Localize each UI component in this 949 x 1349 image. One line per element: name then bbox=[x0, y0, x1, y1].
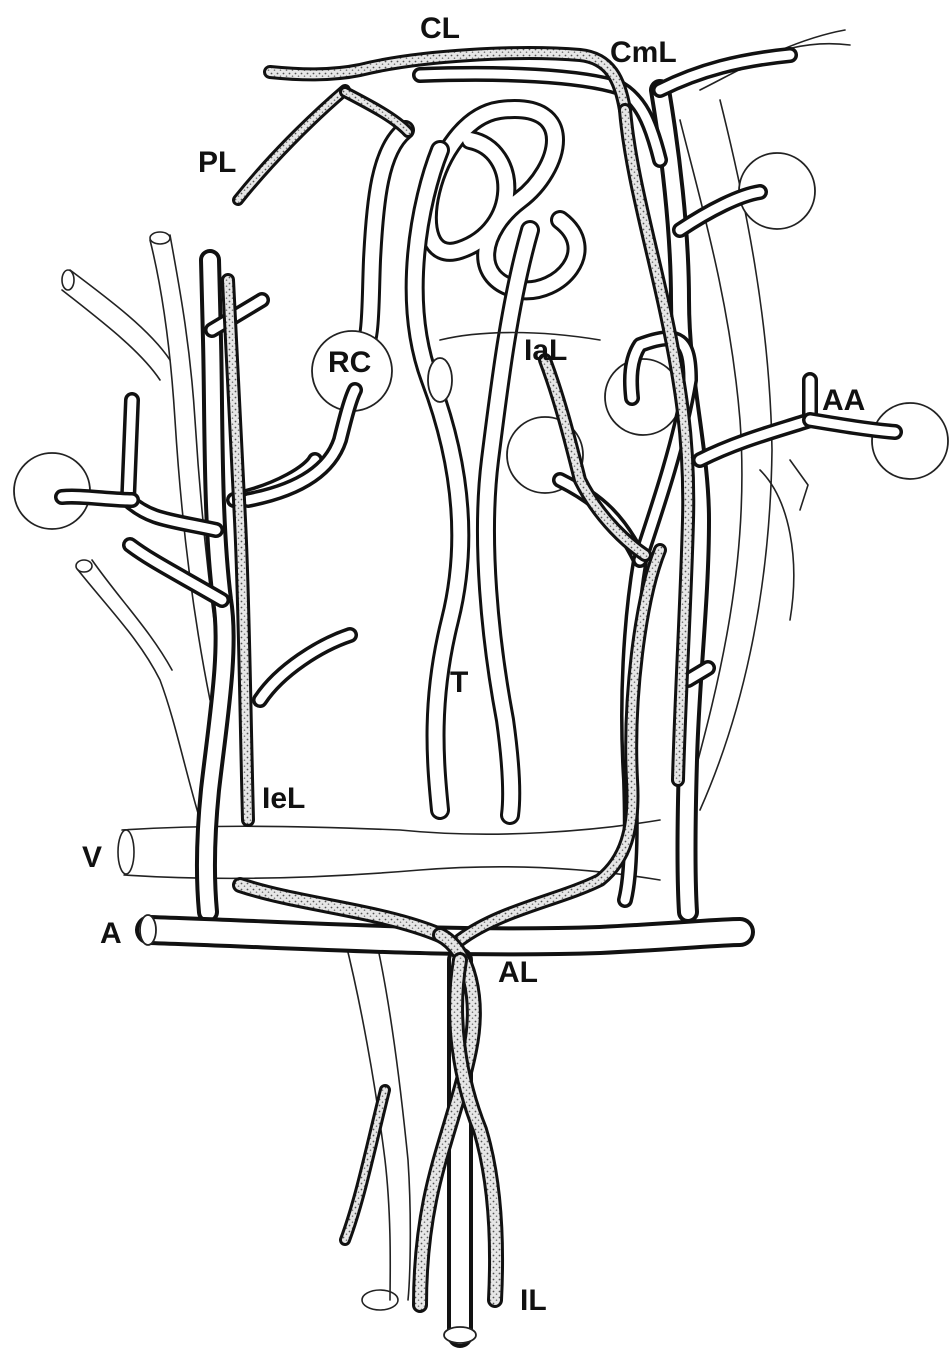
label-iel: IeL bbox=[262, 782, 305, 815]
label-cl: CL bbox=[420, 12, 460, 45]
label-rc: RC bbox=[328, 346, 371, 379]
label-a: A bbox=[100, 917, 122, 950]
label-cml: CmL bbox=[610, 36, 677, 69]
label-v: V bbox=[82, 841, 102, 874]
label-t: T bbox=[450, 666, 468, 699]
label-aa: AA bbox=[822, 384, 865, 417]
label-al: AL bbox=[498, 956, 538, 989]
label-pl: PL bbox=[198, 146, 236, 179]
label-ial: IaL bbox=[524, 334, 567, 367]
label-il: IL bbox=[520, 1284, 547, 1317]
